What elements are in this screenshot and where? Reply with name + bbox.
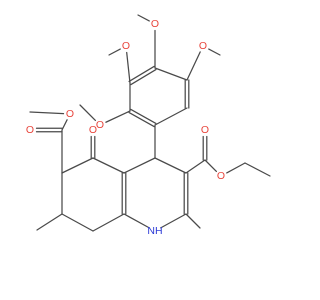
methyl-ester-ether-oxygen: O bbox=[66, 108, 74, 120]
ethyl-ester-carbonyl-oxygen-symbol: O bbox=[201, 124, 209, 136]
single-bond-o2-r2 bbox=[126, 51, 131, 84]
ketone-oxygen-symbol: O bbox=[89, 124, 97, 136]
single-bond-c4-c3 bbox=[154, 157, 187, 174]
methoxy-oxygen-right: O bbox=[199, 40, 207, 52]
methyl-ester-carbonyl-oxygen-symbol: O bbox=[26, 124, 34, 136]
single-bond-n1-c8a bbox=[123, 213, 150, 229]
methoxy-oxygen-left: O bbox=[122, 40, 130, 52]
ethyl-ester-ether-oxygen: O bbox=[217, 170, 225, 182]
ethyl-ester-ether-oxygen-symbol: O bbox=[217, 170, 225, 182]
single-bond-c7-c8 bbox=[61, 213, 94, 232]
single-bond-o4-m4 bbox=[79, 104, 97, 122]
single-bond-m2-o2 bbox=[108, 48, 121, 56]
single-bond-ce-oe2 bbox=[204, 159, 218, 173]
single-bond-r6-r5 bbox=[154, 107, 188, 126]
methoxy-oxygen-left-symbol: O bbox=[122, 40, 130, 52]
single-bond-c4-c4a bbox=[123, 157, 156, 174]
ethyl-ester-carbonyl-oxygen: O bbox=[201, 124, 209, 136]
single-bond-m1-o1 bbox=[137, 14, 150, 22]
methyl-ester-ether-oxygen-symbol: O bbox=[66, 108, 74, 120]
methyl-ester-carbonyl-oxygen: O bbox=[26, 124, 34, 136]
double-bond-r1-r2 bbox=[130, 68, 157, 86]
single-bond-c4a-c5 bbox=[92, 157, 125, 174]
methoxy-oxygen-right-symbol: O bbox=[199, 40, 207, 52]
single-bond-r3-r1 bbox=[154, 67, 188, 81]
single-bond-oc2-mc bbox=[29, 111, 65, 115]
methoxy-oxygen-ortho: O bbox=[96, 119, 104, 131]
ketone-oxygen: O bbox=[89, 124, 97, 136]
double-bond-r4-r6 bbox=[128, 111, 155, 128]
single-bond-c7-me7 bbox=[36, 213, 63, 231]
single-bond-c2-n1 bbox=[160, 213, 187, 229]
single-bond-cc-oc2 bbox=[61, 119, 68, 131]
double-bond-r1-r2 bbox=[128, 65, 155, 83]
bond-layer bbox=[29, 14, 271, 232]
single-bond-ch2-ch3 bbox=[244, 162, 271, 177]
single-bond-c8-c8a bbox=[92, 213, 125, 232]
ring-nitrogen: NH bbox=[147, 225, 162, 237]
single-bond-m3-o3 bbox=[208, 48, 221, 56]
double-bond-r4-r6 bbox=[130, 108, 157, 125]
methoxy-oxygen-top: O bbox=[151, 18, 159, 30]
ring-nitrogen-symbol: NH bbox=[147, 225, 162, 237]
methoxy-oxygen-top-symbol: O bbox=[151, 18, 159, 30]
single-bond-r4-o4 bbox=[105, 110, 131, 123]
methoxy-oxygen-ortho-symbol: O bbox=[96, 119, 104, 131]
single-bond-c2-me2 bbox=[185, 213, 201, 229]
single-bond-c5-c6 bbox=[61, 157, 94, 174]
single-bond-o3-r3 bbox=[186, 51, 201, 81]
single-bond-oe2-ch2 bbox=[226, 162, 246, 174]
single-bond-c3-ce bbox=[185, 159, 206, 174]
